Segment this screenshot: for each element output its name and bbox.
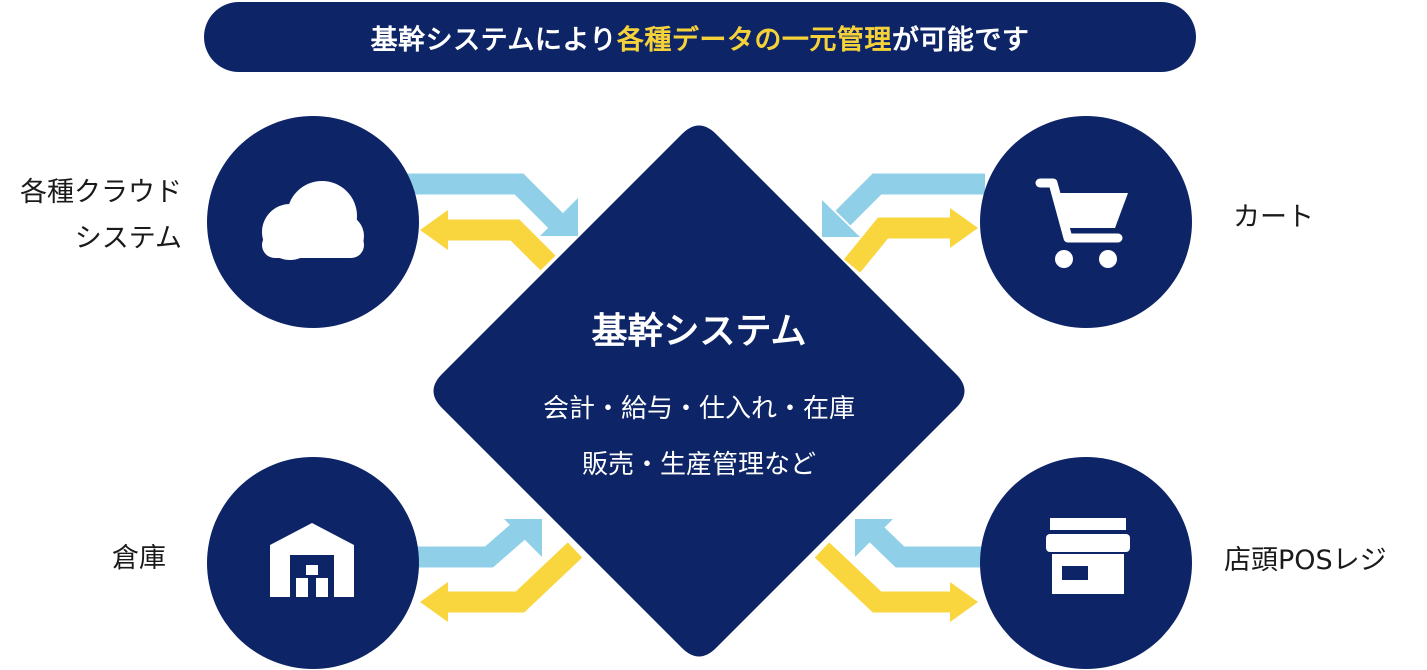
header-suffix: が可能です [891,24,1030,56]
header-prefix: 基幹システムにより [370,24,617,56]
arrows [405,173,985,622]
arrow-core-to-cloud-head [420,210,448,250]
header-banner: 基幹システムにより各種データの一元管理が可能です [204,2,1196,72]
core-system-title: 基幹システム [591,311,807,352]
arrow-core-to-cart-head [950,208,978,248]
cart-node-label: カート [1233,202,1314,233]
arrow-warehouse-to-core [405,522,527,568]
core-system-diamond [433,125,965,657]
storefront-icon [1046,518,1130,594]
arrow-cloud-to-core [405,173,564,229]
arrow-pos-to-core-head [855,519,893,557]
core-system-line2: 販売・生産管理など [581,450,816,480]
arrow-core-to-pos-head [950,582,978,622]
arrow-core-to-warehouse-head [420,582,448,622]
arrow-core-to-cloud [448,219,556,271]
cloud-node-label-line1: 各種クラウド [20,177,182,208]
arrow-cart-to-core [835,173,985,226]
core-system-line1: 会計・給与・仕入れ・在庫 [542,394,855,424]
cloud-icon [262,181,364,260]
arrow-warehouse-to-core-head [504,519,542,557]
arrow-cloud-to-core-head [540,198,578,236]
shopping-cart-icon [1035,178,1128,268]
header-highlight: 各種データの一元管理 [616,24,892,56]
pos-node-label: 店頭POSレジ [1224,545,1387,576]
warehouse-icon [270,523,354,597]
cloud-node-label: 各種クラウド システム [2,170,182,262]
arrow-pos-to-core [864,522,985,568]
warehouse-node-label: 倉庫 [112,543,166,574]
arrow-core-to-cart [843,217,950,273]
arrow-core-to-warehouse [448,542,583,613]
cloud-node-label-line2: システム [74,223,182,254]
arrow-cart-to-core-head [822,200,860,237]
arrow-core-to-pos [814,542,950,613]
